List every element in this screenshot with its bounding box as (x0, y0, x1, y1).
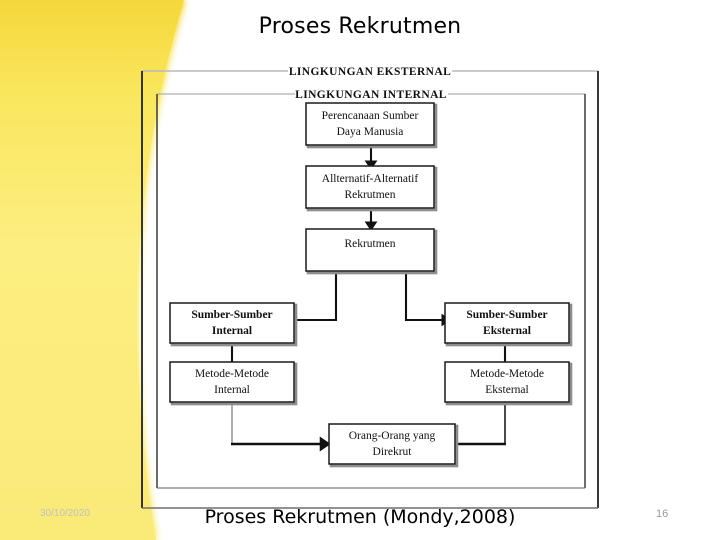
footer-caption: Proses Rekrutmen (Mondy,2008) (204, 506, 516, 528)
footer-page-number: 16 (656, 508, 669, 520)
box-rekrutmen: Rekrutmen (305, 228, 438, 275)
recruitment-process-diagram: LINGKUNGAN EKSTERNAL LINGKUNGAN INTERNAL (140, 62, 602, 510)
box-alternatif-line1: Allternatif-Alternatif (322, 173, 419, 185)
box-metode-internal-line1: Metode-Metode (195, 368, 269, 380)
box-sumber-eksternal-line2: Eksternal (483, 325, 531, 337)
box-perencanaan-line1: Perencanaan Sumber (322, 110, 419, 122)
footer-date: 30/10/2020 (40, 508, 91, 519)
box-alternatif-line2: Rekrutmen (344, 189, 395, 201)
box-rekrutmen-label: Rekrutmen (344, 238, 395, 250)
box-metode-eksternal-line2: Eksternal (485, 384, 528, 396)
box-metode-internal: Metode-Metode Internal (169, 361, 298, 406)
box-alternatif-rekrutmen: Allternatif-Alternatif Rekrutmen (305, 165, 438, 212)
outer-frame-label: LINGKUNGAN EKSTERNAL (289, 66, 451, 78)
box-sumber-eksternal-line1: Sumber-Sumber (466, 309, 547, 321)
page-title: Proses Rekrutmen (258, 14, 462, 39)
box-sumber-internal: Sumber-Sumber Internal (169, 302, 298, 347)
inner-frame-label: LINGKUNGAN INTERNAL (295, 89, 447, 101)
box-sumber-internal-line2: Internal (212, 325, 252, 337)
box-orang-line1: Orang-Orang yang (349, 430, 436, 442)
box-orang-line2: Direkrut (373, 446, 413, 458)
box-metode-eksternal-line1: Metode-Metode (470, 368, 544, 380)
box-sumber-eksternal: Sumber-Sumber Eksternal (444, 302, 573, 347)
box-metode-eksternal: Metode-Metode Eksternal (444, 361, 573, 406)
box-metode-internal-line2: Internal (214, 384, 250, 396)
box-perencanaan-line2: Daya Manusia (337, 126, 404, 138)
box-sumber-internal-line1: Sumber-Sumber (191, 309, 272, 321)
box-orang-direkrut: Orang-Orang yang Direkrut (328, 423, 459, 468)
box-perencanaan-sdm: Perencanaan Sumber Daya Manusia (305, 102, 438, 149)
